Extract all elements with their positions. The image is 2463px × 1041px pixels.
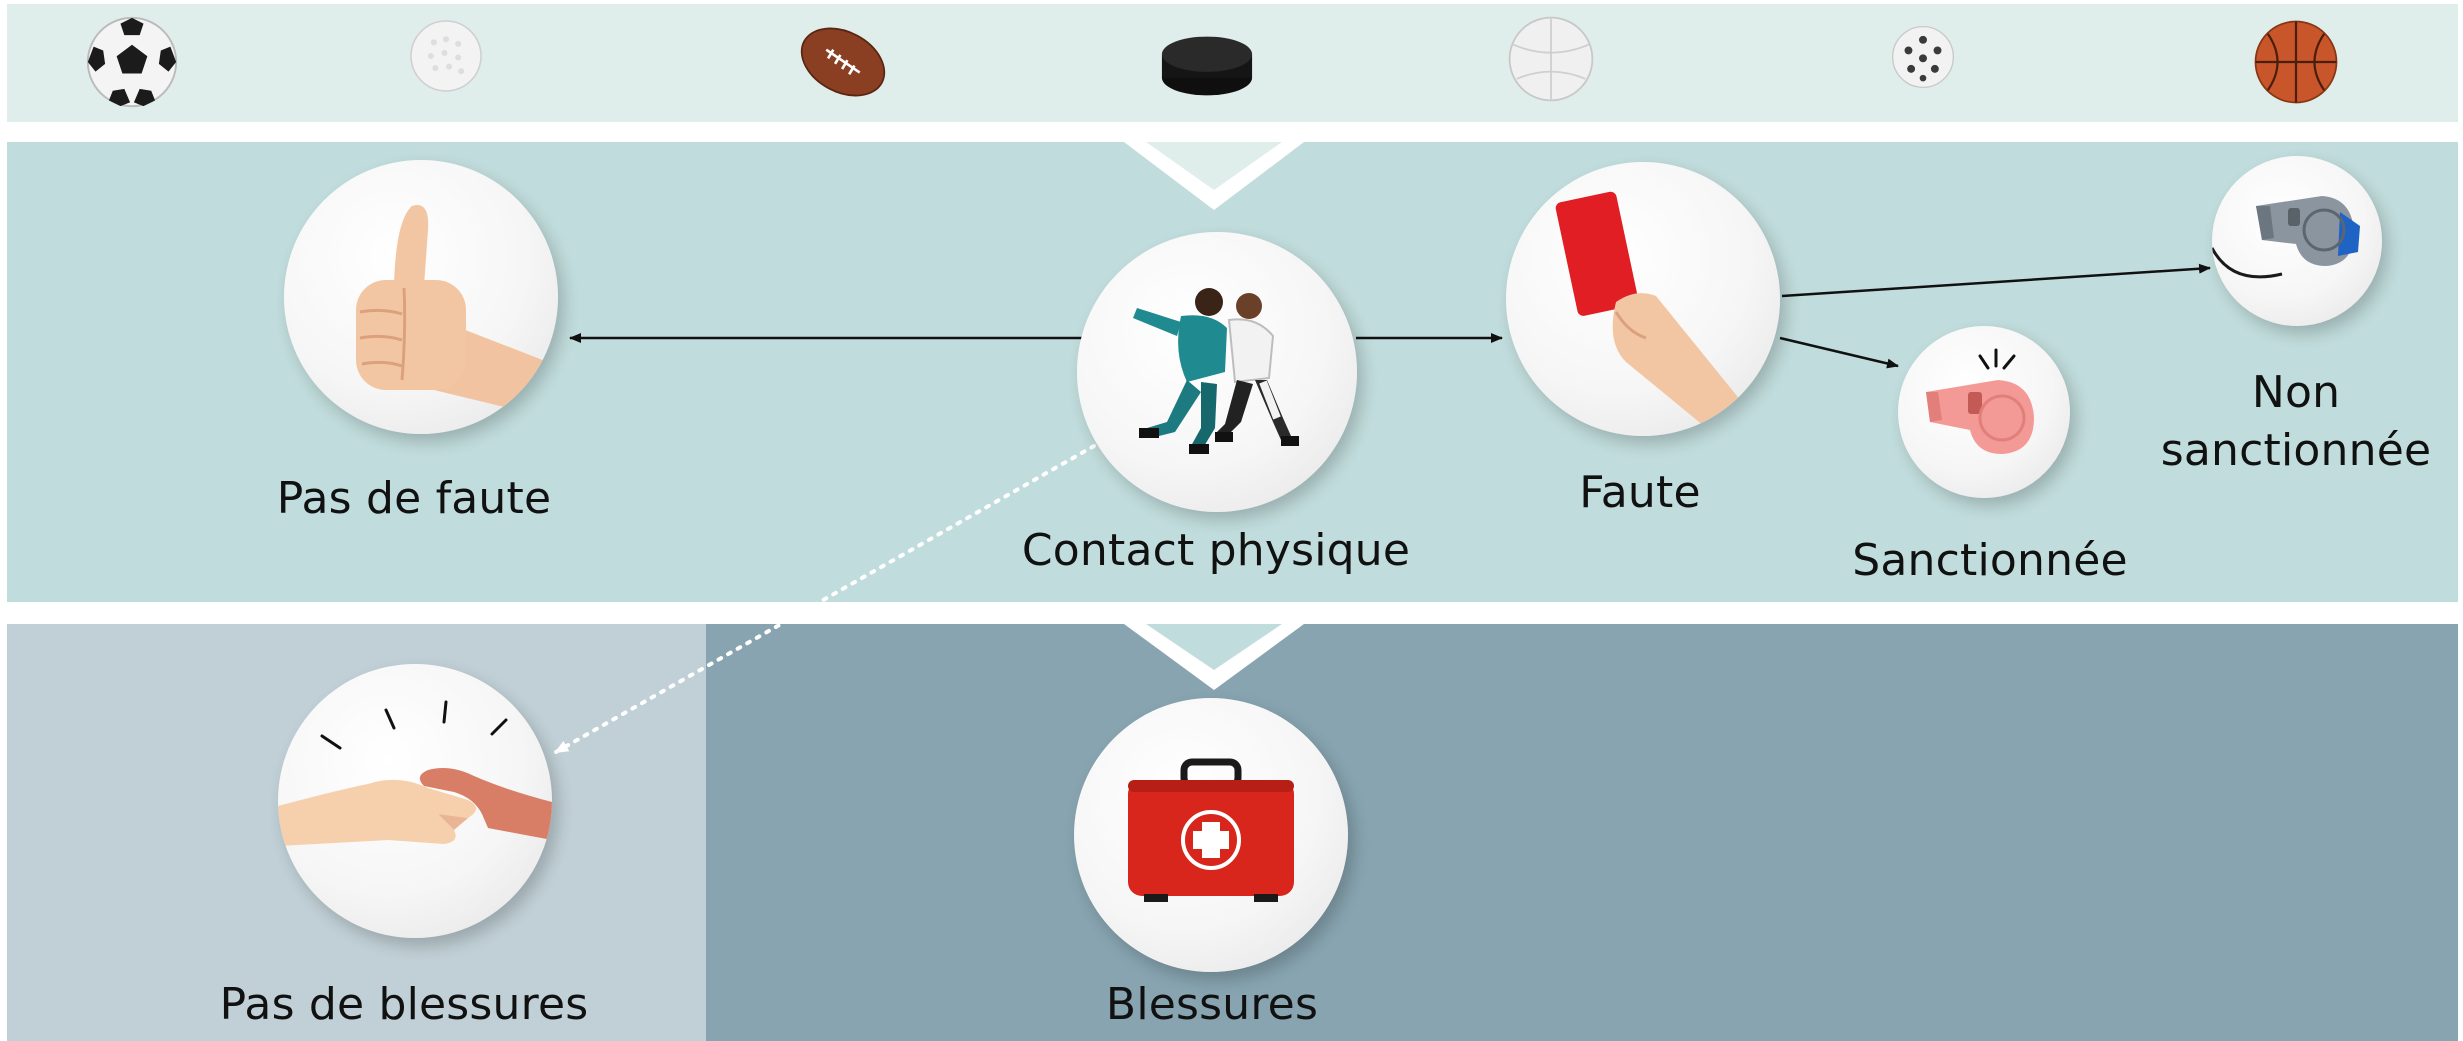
no-injury-label: Pas de blessures — [219, 979, 589, 1030]
foul-label: Faute — [1579, 467, 1701, 518]
no-injury-node — [278, 664, 552, 938]
contact-label: Contact physique — [1021, 525, 1411, 576]
sanctioned-node — [1898, 326, 2070, 498]
first-aid-kit-icon — [1128, 758, 1294, 902]
not-sanctioned-node — [2212, 156, 2382, 326]
handshake-icon — [278, 700, 552, 846]
soccer-ball-icon — [84, 14, 180, 110]
thumbs-up-icon — [356, 205, 558, 420]
basketball-icon — [2252, 18, 2340, 106]
golf-ball-icon — [408, 18, 484, 94]
arrow-to-sanctioned — [1779, 336, 1899, 369]
no-foul-label: Pas de faute — [276, 473, 552, 524]
sanctioned-label: Sanctionnée — [1852, 535, 2128, 586]
contact-node — [1077, 232, 1357, 512]
no-foul-node — [284, 160, 558, 434]
arrow-to-not-sanctioned — [1781, 263, 2211, 298]
foul-node — [1506, 162, 1780, 436]
floorball-icon — [1890, 24, 1956, 90]
not-sanctioned-label-line1: Non — [2251, 367, 2341, 418]
not-sanctioned-label-line2: sanctionnée — [2160, 425, 2432, 476]
handball-icon — [1506, 14, 1596, 104]
football-icon — [794, 18, 892, 106]
injury-label: Blessures — [1105, 979, 1319, 1030]
silent-whistle-icon — [2212, 196, 2360, 279]
injury-band — [706, 624, 2458, 1041]
injury-node — [1074, 698, 1348, 972]
red-card-icon — [1555, 191, 1750, 436]
dotted-arrow-to-no-injury — [554, 444, 1096, 754]
hockey-puck-icon — [1158, 30, 1256, 100]
players-tackle-icon — [1133, 288, 1299, 454]
blowing-whistle-icon — [1926, 348, 2034, 454]
